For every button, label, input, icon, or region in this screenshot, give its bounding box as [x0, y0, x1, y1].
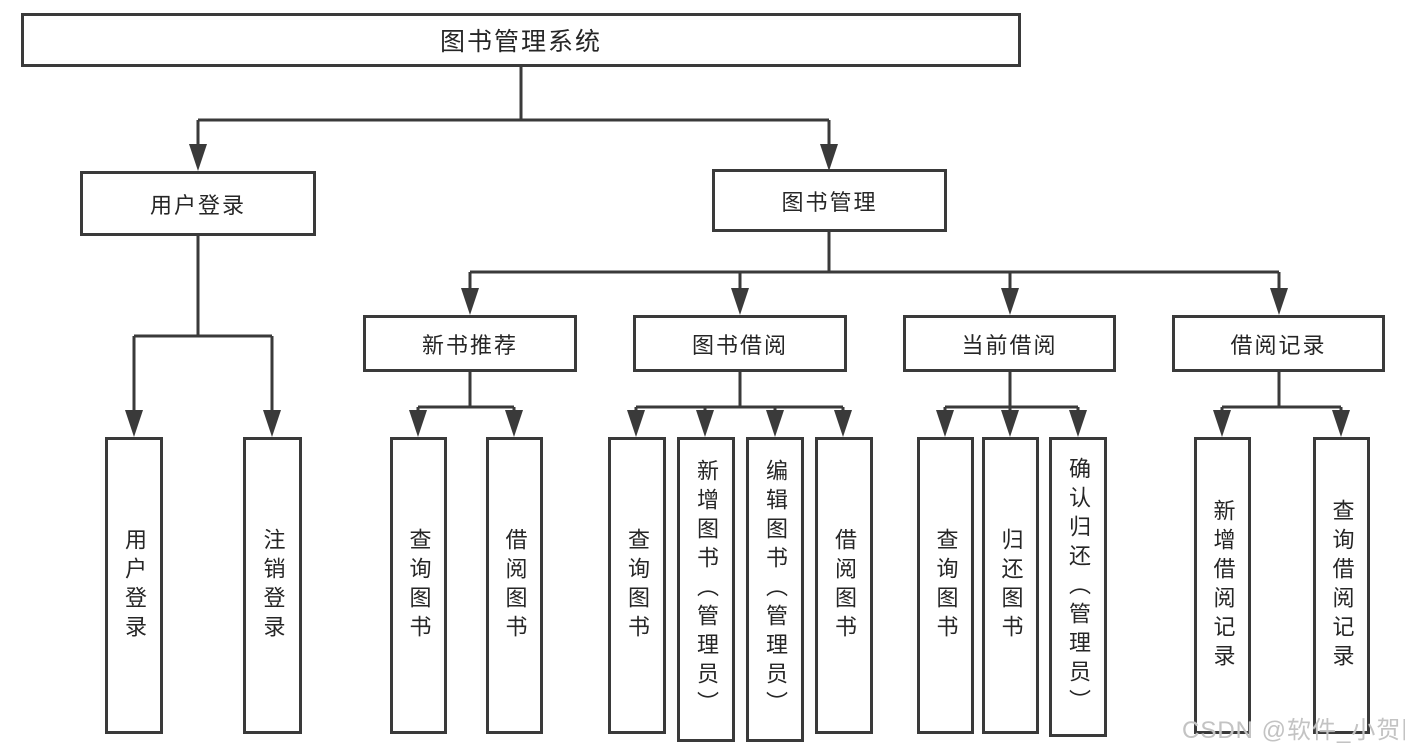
- node-root: 图书管理系统: [21, 13, 1021, 67]
- node-root-label: 图书管理系统: [439, 28, 602, 56]
- connector-new-book-rec: [416, 372, 516, 411]
- arrow-icon: [263, 410, 281, 437]
- leaf-bb-add-books-admin-label: 新增图书（管理员）: [694, 459, 719, 720]
- node-borrow-records-label: 借阅记录: [1230, 332, 1327, 358]
- node-user-login-label: 用户登录: [149, 192, 246, 218]
- leaf-bb-edit-books-admin: 编辑图书（管理员）: [746, 437, 804, 742]
- leaf-logout-login: 注销登录: [243, 437, 302, 734]
- leaf-nbr-borrow-books-label: 借阅图书: [502, 527, 528, 644]
- connector-user-login: [132, 235, 274, 411]
- arrow-icon: [834, 410, 852, 437]
- arrow-icon: [1001, 410, 1019, 437]
- leaf-bb-query-books: 查询图书: [608, 437, 666, 734]
- leaf-cb-return-books-label: 归还图书: [998, 527, 1024, 644]
- leaf-bb-edit-books-admin-label: 编辑图书（管理员）: [763, 459, 788, 720]
- arrow-icon: [696, 410, 714, 437]
- arrow-icon: [627, 410, 645, 437]
- connector-current-borrow: [943, 372, 1080, 411]
- connector-borrow-records: [1220, 372, 1343, 411]
- leaf-user-login: 用户登录: [105, 437, 163, 734]
- node-new-book-recommend: 新书推荐: [363, 315, 577, 372]
- leaf-logout-login-label: 注销登录: [260, 527, 286, 644]
- leaf-cb-confirm-return-admin-label: 确认归还（管理员）: [1066, 456, 1091, 718]
- leaf-cb-confirm-return-admin: 确认归还（管理员）: [1049, 437, 1107, 737]
- leaf-bb-borrow-books: 借阅图书: [815, 437, 873, 734]
- leaf-br-query-record-label: 查询借阅记录: [1329, 498, 1355, 673]
- arrow-icon: [936, 410, 954, 437]
- connector-book-mgmt: [468, 232, 1281, 289]
- leaf-cb-query-books: 查询图书: [917, 437, 974, 734]
- arrow-icon: [409, 410, 427, 437]
- arrow-icon: [461, 288, 479, 315]
- node-borrow-records: 借阅记录: [1172, 315, 1385, 372]
- node-book-borrow-label: 图书借阅: [691, 332, 788, 358]
- connector-book-borrow: [634, 372, 845, 411]
- arrow-icon: [1270, 288, 1288, 315]
- leaf-nbr-borrow-books: 借阅图书: [486, 437, 543, 734]
- leaf-bb-add-books-admin: 新增图书（管理员）: [677, 437, 735, 742]
- node-book-management-label: 图书管理: [781, 189, 878, 215]
- leaf-nbr-query-books: 查询图书: [390, 437, 447, 734]
- leaf-bb-borrow-books-label: 借阅图书: [832, 527, 857, 644]
- arrow-icon: [125, 410, 143, 437]
- arrow-icon: [505, 410, 523, 437]
- leaf-cb-query-books-label: 查询图书: [933, 527, 959, 644]
- arrow-icon: [1069, 410, 1087, 437]
- arrow-icon: [820, 144, 838, 171]
- node-user-login: 用户登录: [80, 171, 316, 236]
- node-book-borrow: 图书借阅: [633, 315, 847, 372]
- arrow-icon: [1213, 410, 1231, 437]
- node-book-management: 图书管理: [712, 169, 947, 232]
- arrow-icon: [731, 288, 749, 315]
- arrow-icon: [1001, 288, 1019, 315]
- arrow-icon: [766, 410, 784, 437]
- leaf-br-add-record-label: 新增借阅记录: [1210, 498, 1236, 673]
- leaf-br-add-record: 新增借阅记录: [1194, 437, 1251, 734]
- node-new-book-recommend-label: 新书推荐: [421, 332, 518, 358]
- node-current-borrow-label: 当前借阅: [961, 332, 1058, 358]
- csdn-watermark: CSDN @软件_小贺同学: [1182, 717, 1405, 744]
- leaf-bb-query-books-label: 查询图书: [625, 527, 650, 644]
- leaf-user-login-label: 用户登录: [122, 527, 147, 644]
- arrow-icon: [189, 144, 207, 171]
- leaf-br-query-record: 查询借阅记录: [1313, 437, 1370, 734]
- connector-root: [196, 67, 831, 146]
- leaf-nbr-query-books-label: 查询图书: [406, 527, 432, 644]
- leaf-cb-return-books: 归还图书: [982, 437, 1039, 734]
- node-current-borrow: 当前借阅: [903, 315, 1116, 372]
- arrow-icon: [1332, 410, 1350, 437]
